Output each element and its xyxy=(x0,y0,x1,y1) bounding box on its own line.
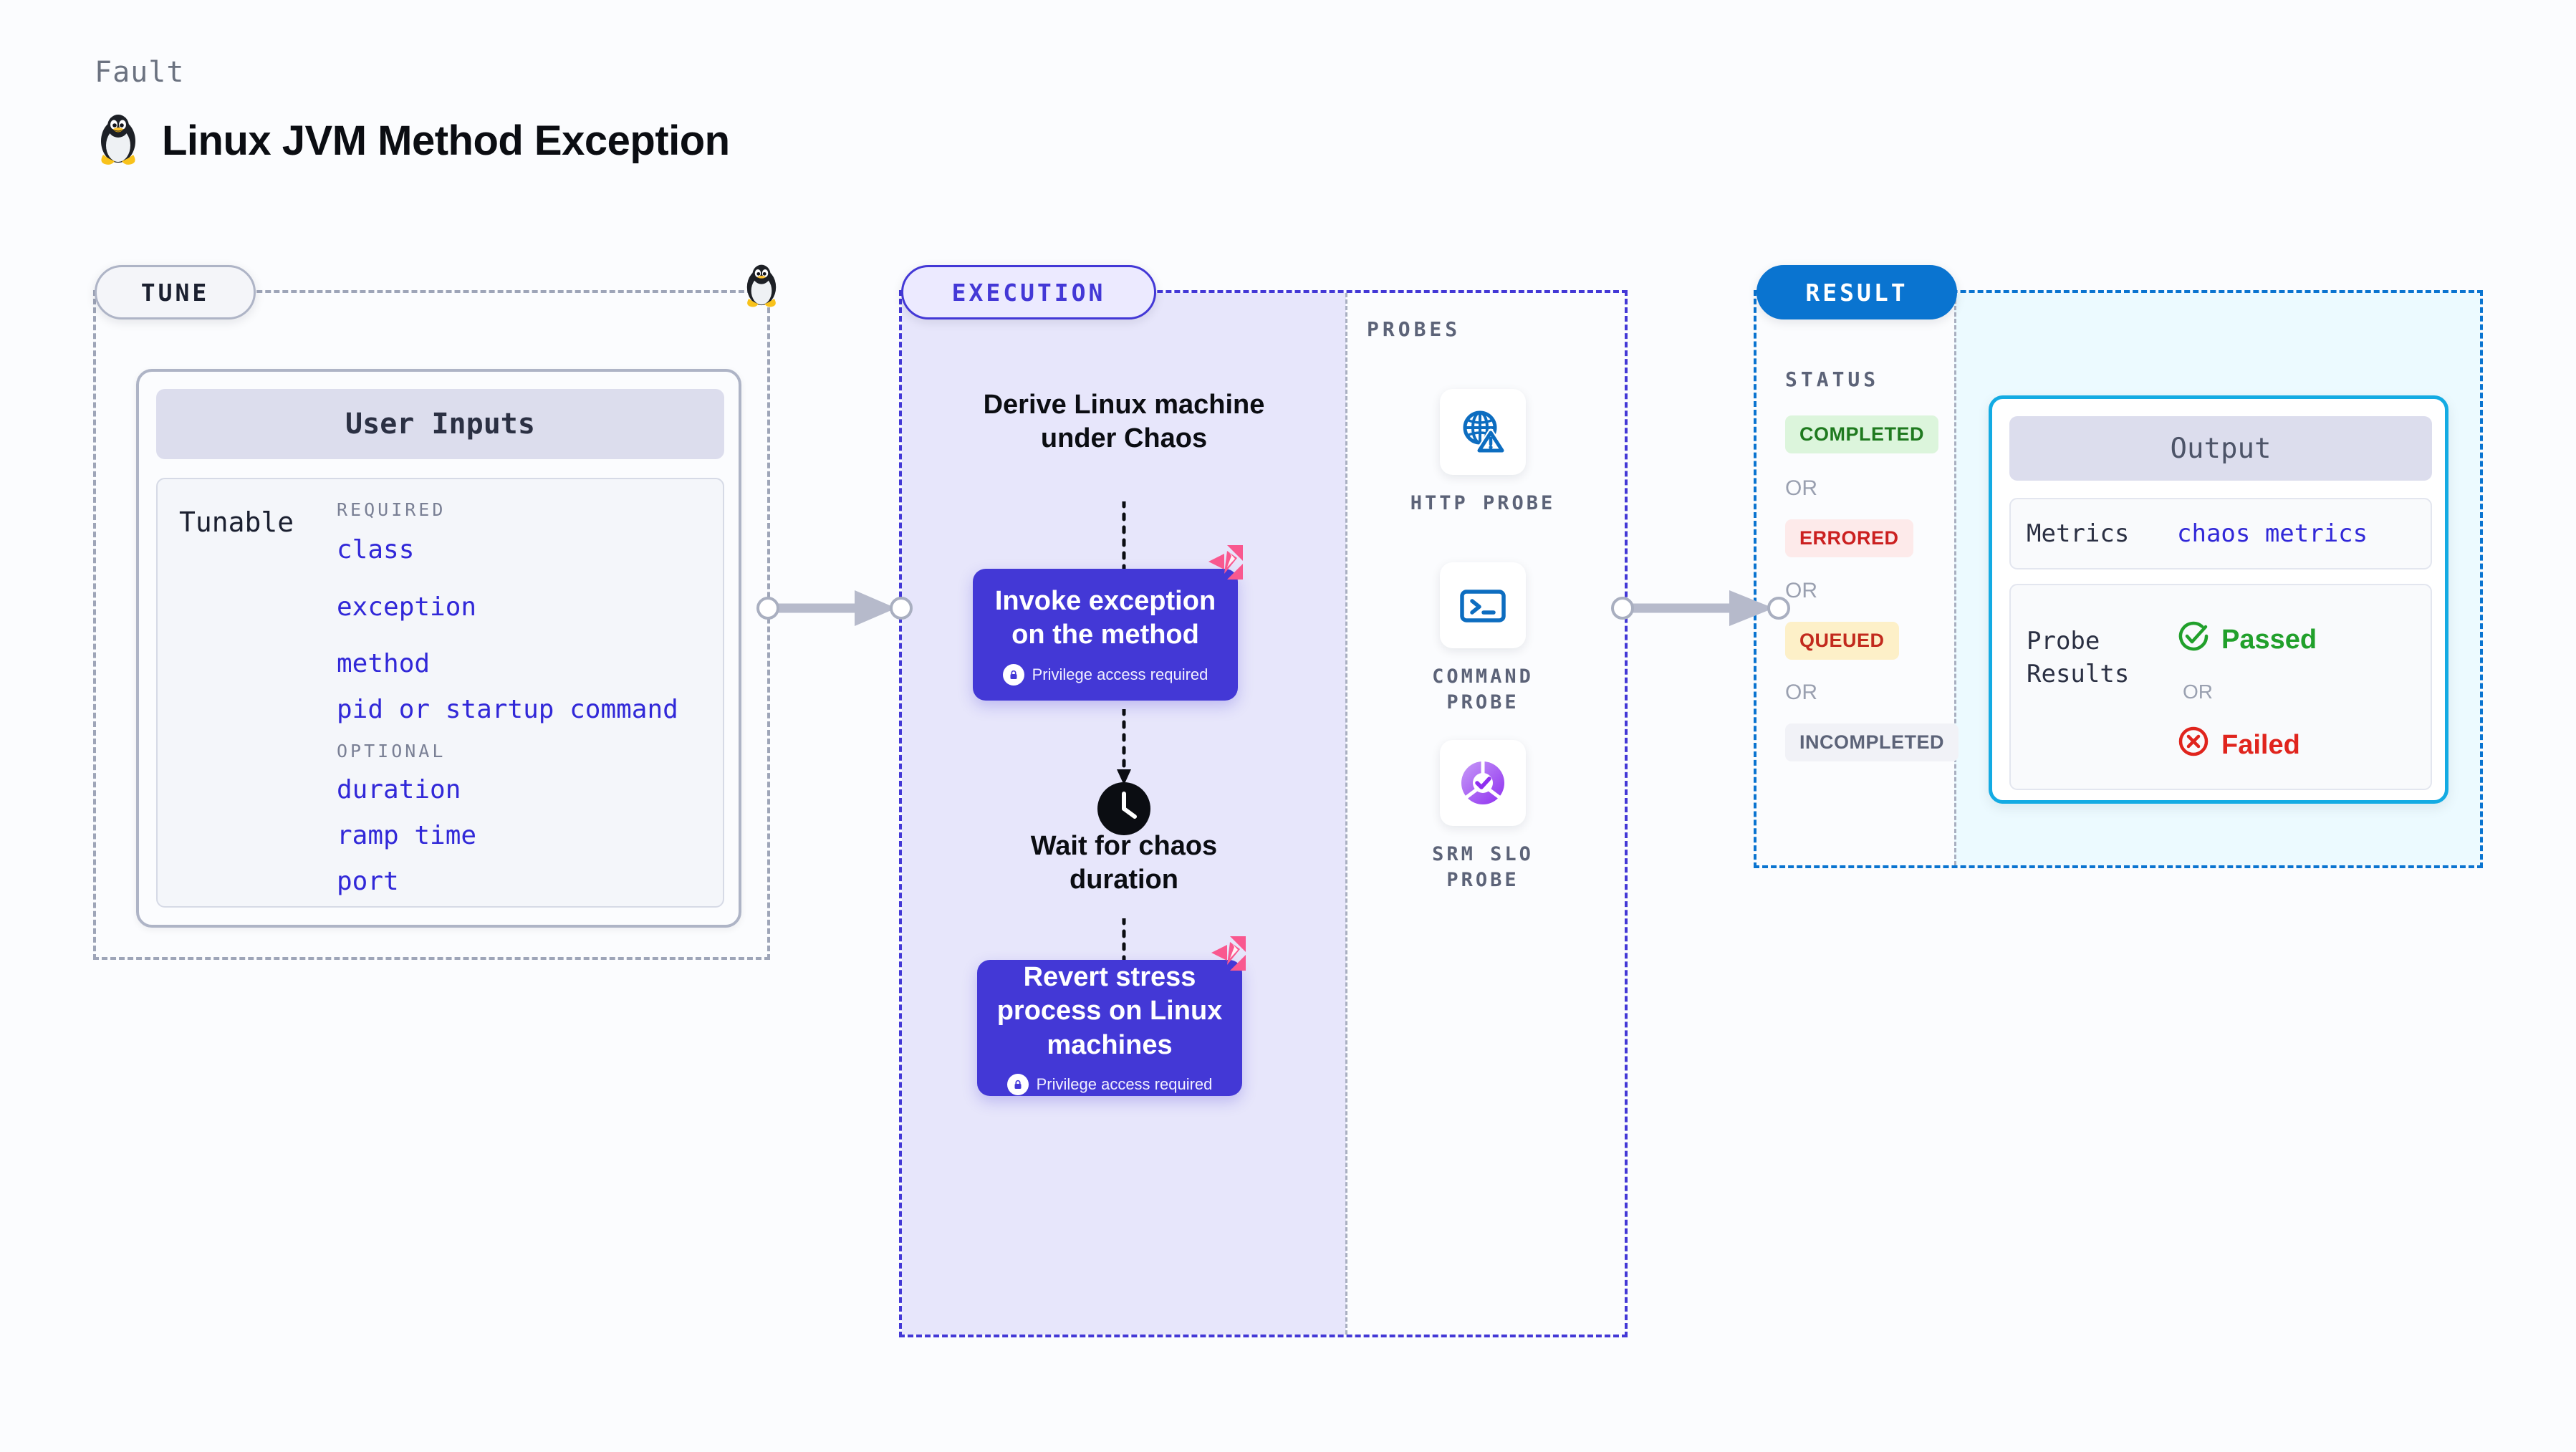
probe-results-row: Probe Results Passed OR xyxy=(2009,584,2432,790)
terminal-icon xyxy=(1440,562,1526,648)
result-panel-border xyxy=(1754,290,2483,868)
cross-circle-icon xyxy=(2177,725,2210,765)
tunable-box: Tunable REQUIRED class exception method … xyxy=(156,478,724,908)
tunable-label: Tunable xyxy=(179,506,294,538)
output-title: Output xyxy=(2009,416,2432,481)
metrics-key: Metrics xyxy=(2027,519,2130,548)
output-card: Output Metrics chaos metrics Probe Resul… xyxy=(1989,395,2448,804)
tunable-item-pid-or-startup-command[interactable]: pid or startup command xyxy=(337,694,678,724)
execution-badge[interactable]: EXECUTION xyxy=(901,265,1156,319)
lock-icon xyxy=(1002,663,1024,686)
slo-donut-check-icon xyxy=(1440,740,1526,826)
tunable-item-method[interactable]: method xyxy=(337,649,431,679)
execution-step-wait-duration: Wait for chaos duration xyxy=(1030,831,1218,895)
execution-probes-divider xyxy=(1345,293,1347,1335)
probe-result-or: OR xyxy=(2183,681,2213,703)
clock-icon xyxy=(1090,775,1158,846)
optional-caption: OPTIONAL xyxy=(337,741,446,762)
connector-tune-to-execution xyxy=(756,586,913,634)
metrics-value[interactable]: chaos metrics xyxy=(2177,519,2368,548)
probe-command[interactable]: COMMAND PROBE xyxy=(1390,562,1576,716)
status-or-2: OR xyxy=(1785,579,1817,602)
privilege-note-1: Privilege access required xyxy=(1002,663,1208,686)
tunable-item-port[interactable]: port xyxy=(337,866,399,896)
status-or-3: OR xyxy=(1785,681,1817,704)
tunable-list: REQUIRED class exception method pid or s… xyxy=(337,499,709,913)
status-badge-incompleted: INCOMPLETED xyxy=(1785,723,1959,761)
tune-panel-border xyxy=(93,290,770,960)
status-caption: STATUS xyxy=(1785,367,1880,391)
connector-execution-to-result xyxy=(1610,586,1791,634)
probes-caption: PROBES xyxy=(1367,317,1461,341)
result-badge[interactable]: RESULT xyxy=(1756,265,1957,319)
flow-arrow-2 xyxy=(1107,707,1140,792)
execution-step-invoke-exception[interactable]: Invoke exception on the method Privilege… xyxy=(973,569,1238,701)
check-circle-icon xyxy=(2177,620,2210,660)
probe-http-label: HTTP PROBE xyxy=(1410,492,1556,514)
probe-command-label: COMMAND PROBE xyxy=(1432,665,1534,714)
probe-http[interactable]: HTTP PROBE xyxy=(1390,389,1576,516)
user-inputs-card: User Inputs Tunable REQUIRED class excep… xyxy=(136,369,741,928)
execution-panel-border xyxy=(899,290,1628,1337)
failed-label: Failed xyxy=(2221,729,2300,760)
probe-srm-slo[interactable]: SRM SLO PROBE xyxy=(1390,740,1576,894)
status-badge-completed: COMPLETED xyxy=(1785,415,1939,453)
user-inputs-title: User Inputs xyxy=(156,389,724,459)
status-badge-errored: ERRORED xyxy=(1785,519,1913,557)
page-title: Linux JVM Method Exception xyxy=(162,117,730,164)
execution-step-revert-stress[interactable]: Revert stress process on Linux machines … xyxy=(977,960,1242,1096)
chaos-logo-mark-icon xyxy=(1206,542,1246,586)
chaos-logo-mark-icon xyxy=(1208,933,1249,977)
tunable-item-duration[interactable]: duration xyxy=(337,775,461,805)
tunable-item-class[interactable]: class xyxy=(337,535,415,564)
probe-results-key: Probe Results xyxy=(2027,627,2130,688)
page-title-row: Linux JVM Method Exception xyxy=(95,113,730,168)
required-caption: REQUIRED xyxy=(337,499,446,520)
globe-warning-icon xyxy=(1440,389,1526,475)
linux-penguin-icon xyxy=(95,113,142,168)
passed-label: Passed xyxy=(2221,624,2317,655)
tunable-item-exception[interactable]: exception xyxy=(337,592,477,622)
probe-result-failed: Failed xyxy=(2177,725,2300,765)
privilege-note-2: Privilege access required xyxy=(1006,1074,1212,1096)
result-status-divider xyxy=(1954,293,1956,865)
status-badge-queued: QUEUED xyxy=(1785,622,1899,660)
tunable-item-ramp-time[interactable]: ramp time xyxy=(337,820,477,850)
linux-penguin-marker-icon xyxy=(741,264,782,313)
tune-badge[interactable]: TUNE xyxy=(95,265,256,319)
probe-result-passed: Passed xyxy=(2177,620,2317,660)
lock-icon xyxy=(1006,1074,1029,1096)
probe-srm-slo-label: SRM SLO PROBE xyxy=(1432,843,1534,892)
status-or-1: OR xyxy=(1785,476,1817,500)
execution-step-derive-machine: Derive Linux machine under Chaos xyxy=(983,390,1265,454)
metrics-row: Metrics chaos metrics xyxy=(2009,498,2432,569)
fault-eyebrow-label: Fault xyxy=(95,56,185,89)
